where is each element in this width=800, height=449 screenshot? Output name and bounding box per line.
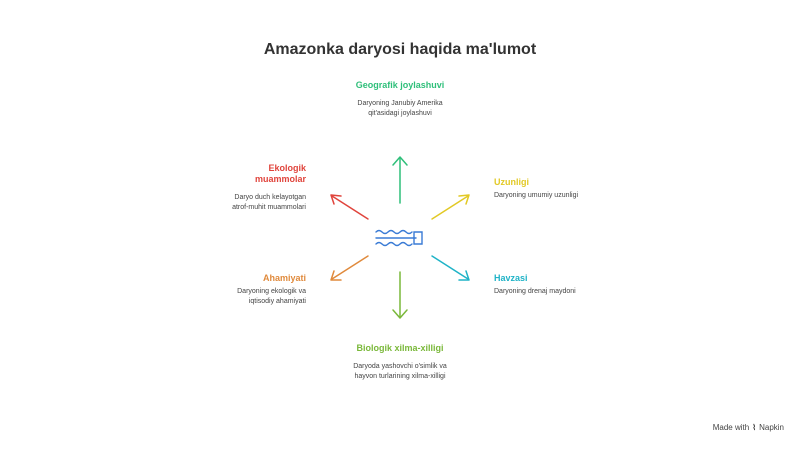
node-importance: Ahamiyati Daryoning ekologik va iqtisodi…	[216, 273, 306, 306]
node-length: Uzunligi Daryoning umumiy uzunligi	[494, 177, 584, 201]
node-basin-desc: Daryoning drenaj maydoni	[494, 288, 576, 295]
arrowhead-basin	[458, 270, 470, 281]
node-bio: Biologik xilma-xilligi Daryoda yashovchi…	[350, 343, 450, 381]
arrowhead-eco	[330, 194, 342, 205]
arrowhead-length	[458, 194, 470, 205]
node-geo-title: Geografik joylashuvi	[355, 80, 445, 90]
node-eco-desc: Daryo duch kelayotgan atrof-muhit muammo…	[232, 194, 306, 211]
arrow-eco	[331, 195, 369, 220]
node-importance-desc: Daryoning ekologik va iqtisodiy ahamiyat…	[237, 288, 306, 305]
node-eco-title: Ekologik muammolar	[254, 163, 306, 184]
node-basin-title: Havzasi	[494, 273, 528, 283]
arrow-basin	[431, 255, 469, 280]
arrow-importance	[331, 255, 369, 280]
made-with-label: Made with	[712, 423, 750, 432]
node-geo-desc: Daryoning Janubiy Amerika qit'asidagi jo…	[357, 100, 443, 117]
node-importance-title: Ahamiyati	[262, 273, 306, 283]
river-waves-icon	[375, 229, 423, 247]
node-length-desc: Daryoning umumiy uzunligi	[494, 192, 579, 199]
arrowhead-bio	[392, 309, 408, 319]
node-eco: Ekologik muammolar Daryo duch kelayotgan…	[226, 163, 306, 212]
arrow-length	[431, 195, 469, 220]
node-geo: Geografik joylashuvi Daryoning Janubiy A…	[350, 80, 450, 118]
napkin-logo-icon: ⌇	[752, 423, 757, 432]
brand-label: Napkin	[759, 423, 784, 432]
node-basin: Havzasi Daryoning drenaj maydoni	[494, 273, 584, 297]
node-bio-desc: Daryoda yashovchi o'simlik va hayvon tur…	[353, 363, 447, 380]
diagram-title: Amazonka daryosi haqida ma'lumot	[263, 41, 537, 58]
node-length-title: Uzunligi	[494, 177, 529, 187]
made-with-credit[interactable]: Made with ⌇ Napkin	[713, 423, 784, 432]
node-bio-title: Biologik xilma-xilligi	[356, 343, 444, 353]
arrowhead-importance	[330, 270, 342, 281]
arrowhead-geo	[392, 156, 408, 166]
